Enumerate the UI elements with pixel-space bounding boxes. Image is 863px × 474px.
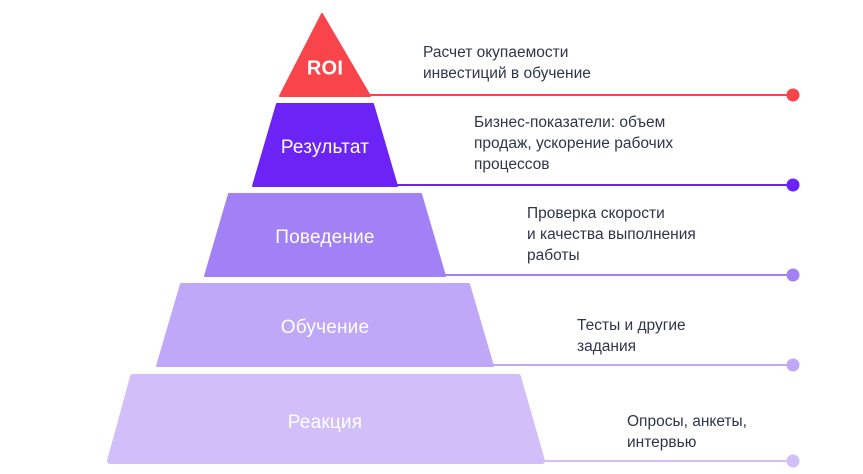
tier-label: Поведение [275,227,375,248]
tier-description: Опросы, анкеты, интервью [627,413,747,451]
tier-label: Результат [280,137,370,158]
tier-description: Проверка скорости и качества выполнения … [527,205,696,264]
connector-dot[interactable] [786,358,800,372]
connector-dot[interactable] [786,178,800,192]
tier-label: Реакция [287,412,363,433]
tier-description: Бизнес-показатели: объем продаж, ускорен… [474,114,674,173]
tier-description: Тесты и другие задания [577,317,686,355]
connector-dot[interactable] [786,454,800,468]
connector-dot[interactable] [786,268,800,282]
connector-dot[interactable] [786,88,800,102]
pyramid-tier[interactable] [279,13,371,97]
tier-label: ROI [306,57,344,80]
tier-label: Обучение [280,317,370,338]
tier-description: Расчет окупаемости инвестиций в обучение [423,44,591,82]
